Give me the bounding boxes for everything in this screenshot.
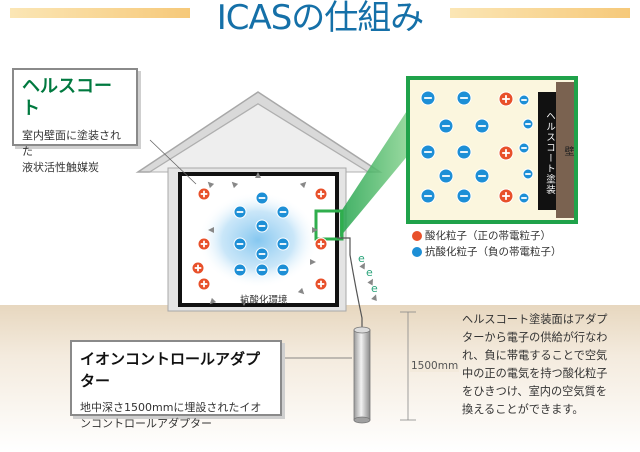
wall-label: 壁	[562, 146, 573, 156]
negative-particle-icon	[255, 191, 269, 205]
positive-particle-icon	[498, 188, 514, 204]
explanation-line-6: 換えることができます。	[462, 403, 584, 416]
arrow-icon	[297, 287, 305, 295]
wall-coat-label: ヘルスコート塗装	[538, 92, 556, 210]
explanation-line-4: 中の正の電気を持つ酸化粒子	[462, 367, 608, 380]
positive-particle-icon	[314, 187, 328, 201]
electron-flow: eee	[358, 252, 378, 302]
negative-particle-icon	[233, 205, 247, 219]
arrow-icon	[371, 294, 377, 302]
adapter-desc-2: ンコントロールアダプター	[80, 417, 212, 430]
negative-particle-icon	[518, 192, 530, 204]
zoom-marker	[314, 209, 344, 241]
legend-negative-label: 抗酸化粒子（負の帯電粒子）	[425, 246, 562, 258]
adapter-pipe	[353, 326, 371, 424]
zoom-beam	[340, 100, 414, 237]
health-coat-desc-1: 室内壁面に塗装された	[22, 129, 121, 158]
positive-particle-icon	[498, 91, 514, 107]
negative-particle-icon	[456, 90, 472, 106]
title-bar-left	[10, 8, 190, 18]
arrow-icon	[367, 278, 373, 286]
adapter-callout: イオンコントロールアダプター 地中深さ1500mmに埋設されたイオ ンコントロー…	[70, 340, 282, 430]
legend-positive-label: 酸化粒子（正の帯電粒子）	[425, 230, 551, 242]
arrow-icon	[310, 259, 316, 265]
ground-wire	[337, 237, 363, 332]
legend-positive: 酸化粒子（正の帯電粒子）	[412, 228, 551, 243]
negative-particle-icon	[474, 118, 490, 134]
negative-particle-icon	[518, 142, 530, 154]
negative-particle-icon	[255, 219, 269, 233]
page-title: ICASの仕組み	[216, 0, 425, 38]
negative-particle-icon	[276, 263, 290, 277]
health-coat-title: ヘルスコート	[22, 76, 112, 119]
explanation-line-2: ターから電子の供給が行なわ	[462, 331, 608, 344]
explanation-text: ヘルスコート塗装面はアダプ ターから電子の供給が行なわ れ、負に帯電することで空…	[462, 311, 634, 419]
positive-particle-icon	[498, 145, 514, 161]
arrow-icon	[359, 262, 365, 270]
negative-particle-icon	[438, 168, 454, 184]
positive-particle-icon	[191, 261, 205, 275]
depth-indicator	[400, 311, 416, 421]
electron-label: e	[371, 282, 378, 295]
positive-particle-icon	[314, 237, 328, 251]
arrow-icon	[241, 300, 247, 306]
zoom-wall	[556, 82, 574, 218]
health-coat-callout: ヘルスコート 室内壁面に塗装された 液状活性触媒炭	[12, 68, 138, 174]
electron-label: e	[366, 266, 373, 279]
depth-label: 1500mm	[410, 360, 460, 372]
arrow-icon	[255, 172, 261, 178]
positive-particle-icon	[197, 237, 211, 251]
negative-particle-icon	[255, 263, 269, 277]
explanation-line-3: れ、負に帯電することで空気	[462, 349, 608, 362]
room-particles	[191, 172, 328, 306]
negative-particle-icon	[522, 168, 534, 180]
negative-particle-icon	[456, 188, 472, 204]
adapter-title: イオンコントロールアダプター	[80, 350, 261, 390]
positive-particle-icon	[412, 230, 422, 241]
arrow-icon	[312, 227, 318, 233]
adapter-desc-1: 地中深さ1500mmに埋設されたイオ	[80, 401, 262, 414]
negative-particle-icon	[255, 247, 269, 261]
positive-particle-icon	[197, 187, 211, 201]
legend-negative: 抗酸化粒子（負の帯電粒子）	[412, 244, 562, 259]
negative-particle-icon	[474, 168, 490, 184]
negative-particle-icon	[420, 90, 436, 106]
health-coat-desc-2: 液状活性触媒炭	[22, 161, 99, 174]
negative-particle-icon	[522, 118, 534, 130]
positive-particle-icon	[197, 277, 211, 291]
room-label: 抗酸化環境	[240, 295, 288, 306]
zoom-particles	[420, 90, 534, 204]
negative-particle-icon	[438, 118, 454, 134]
negative-particle-icon	[233, 263, 247, 277]
positive-particle-icon	[314, 277, 328, 291]
house-gable	[148, 103, 370, 173]
title-bar-right	[450, 8, 630, 18]
negative-particle-icon	[420, 188, 436, 204]
explanation-line-1: ヘルスコート塗装面はアダプ	[462, 313, 608, 326]
negative-particle-icon	[276, 237, 290, 251]
negative-particle-icon	[276, 205, 290, 219]
negative-particle-icon	[518, 94, 530, 106]
negative-particle-icon	[412, 246, 422, 257]
explanation-line-5: をひきつけ、室内の空気質を	[462, 385, 607, 398]
negative-particle-icon	[233, 237, 247, 251]
negative-particle-icon	[456, 144, 472, 160]
electron-label: e	[358, 252, 365, 265]
negative-particle-icon	[420, 144, 436, 160]
health-coat-leader	[149, 139, 197, 185]
arrow-icon	[208, 227, 214, 233]
